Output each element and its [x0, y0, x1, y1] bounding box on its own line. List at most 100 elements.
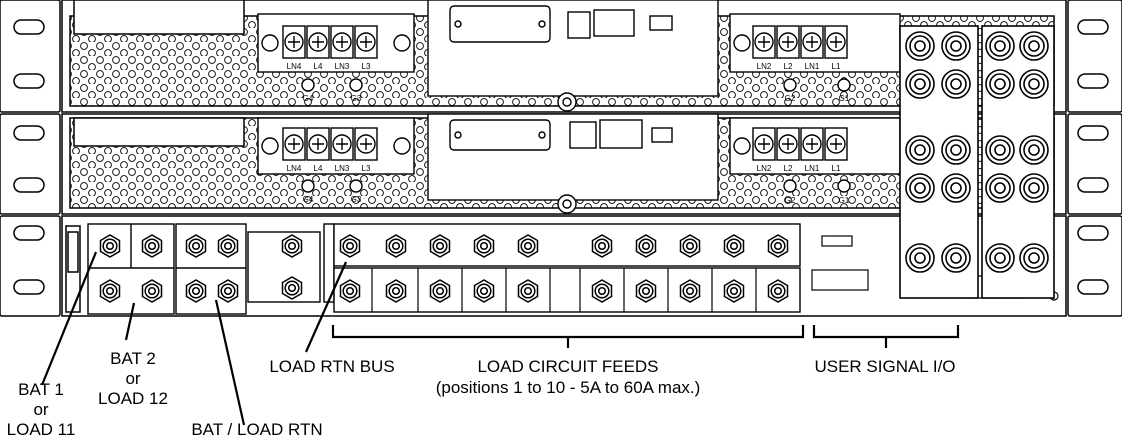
load-rtn-bus-lug	[635, 234, 657, 258]
cable-gland	[905, 69, 935, 99]
ln1-label: LN1	[805, 62, 820, 71]
ln4-label: LN4	[287, 164, 302, 173]
load-feed-lug	[473, 279, 495, 303]
load-rtn-bus-lug	[591, 234, 613, 258]
g4-label: G4	[303, 94, 314, 103]
load-rtn-bus-lug	[473, 234, 495, 258]
ln2-label: LN2	[757, 164, 772, 173]
g2-label: G2	[785, 196, 796, 205]
distribution-shelf	[0, 215, 1122, 317]
cable-gland	[941, 31, 971, 61]
bat2-line-3: LOAD 12	[98, 389, 168, 408]
bat-rtn-lug	[185, 279, 207, 303]
load-feed-lug	[591, 279, 613, 303]
cable-gland	[1019, 173, 1049, 203]
load-feed-lug	[429, 279, 451, 303]
g1-label: G1	[839, 196, 850, 205]
battery-lug	[99, 279, 121, 303]
load-rtn-bus-lug	[339, 234, 361, 258]
bat1-line-1: BAT 1	[18, 380, 64, 399]
cable-gland	[985, 31, 1015, 61]
shelf-1-terminal-block-left	[257, 13, 415, 92]
callout-lines	[40, 251, 960, 426]
l1-label: L1	[832, 62, 841, 71]
l1-label: L1	[832, 164, 841, 173]
rtn-lug	[281, 276, 303, 300]
rtn-lug	[281, 234, 303, 258]
l2-label: L2	[784, 164, 793, 173]
load-rtn-bus-lug	[679, 234, 701, 258]
cable-gland	[1019, 69, 1049, 99]
lug-layer	[99, 31, 1049, 312]
l2-label: L2	[784, 62, 793, 71]
cable-gland	[941, 173, 971, 203]
cable-gland	[905, 173, 935, 203]
load-circuit-feeds-label: LOAD CIRCUIT FEEDS	[477, 357, 659, 376]
shelf-2-terminal-block-right	[729, 117, 901, 193]
cable-gland	[1019, 135, 1049, 165]
ln3-label: LN3	[335, 62, 350, 71]
load-rtn-bus-lug	[385, 234, 407, 258]
l3-label: L3	[362, 62, 371, 71]
bat1-line-3: LOAD 11	[6, 420, 76, 439]
g4-label: G4	[303, 195, 314, 204]
shelf-1-screw-terminals-right	[752, 25, 848, 59]
cable-gland	[941, 135, 971, 165]
cable-gland	[905, 31, 935, 61]
load-rtn-bus-lug	[429, 234, 451, 258]
load-feed-lug	[723, 279, 745, 303]
shelf-2-signal-module	[427, 113, 719, 214]
load-feed-lug	[767, 279, 789, 303]
shelf-2-terminal-labels: LN4 L4 LN3 L3 G4 G3 LN2 L2 LN1 L1 G2 G1	[287, 164, 850, 205]
cable-gland	[905, 135, 935, 165]
load-circuit-feeds-subtitle: (positions 1 to 10 - 5A to 60A max.)	[435, 378, 701, 397]
battery-lug	[141, 279, 163, 303]
load-rtn-bus-lug	[517, 234, 539, 258]
battery-lug	[141, 234, 163, 258]
g3-label: G3	[351, 195, 362, 204]
g1-label: G1	[839, 94, 850, 103]
load-rtn-bus-label: LOAD RTN BUS	[269, 357, 395, 376]
load-rtn-bus-lug	[767, 234, 789, 258]
shelf-2-terminal-block-left	[257, 117, 415, 193]
ln3-label: LN3	[335, 164, 350, 173]
cable-gland	[985, 243, 1015, 273]
shelf-2-screw-terminals-left	[282, 127, 378, 161]
shelf-1-terminal-labels: LN4 L4 LN3 L3 G4 G3 LN2 L2 LN1 L1 G2 G1	[287, 62, 850, 103]
g2-label: G2	[785, 94, 796, 103]
cable-gland	[1019, 243, 1049, 273]
l4-label: L4	[314, 164, 323, 173]
cable-gland	[1019, 31, 1049, 61]
load-feed-lug	[339, 279, 361, 303]
load-feed-lug	[385, 279, 407, 303]
shelf-1-terminal-block-right	[729, 13, 901, 92]
shelf-1-screw-terminals-left	[282, 25, 378, 59]
user-signal-io-label: USER SIGNAL I/O	[814, 357, 956, 376]
load-feed-lug	[635, 279, 657, 303]
shelf-2-screw-terminals-right	[752, 127, 848, 161]
ln4-label: LN4	[287, 62, 302, 71]
bat-load-rtn-label: BAT / LOAD RTN	[191, 420, 323, 439]
cable-gland	[985, 135, 1015, 165]
bat2-line-1: BAT 2	[110, 349, 156, 368]
cable-gland	[985, 173, 1015, 203]
l4-label: L4	[314, 62, 323, 71]
bat-rtn-lug	[217, 279, 239, 303]
bat-rtn-lug	[185, 234, 207, 258]
load-feed-lug	[517, 279, 539, 303]
ln1-label: LN1	[805, 164, 820, 173]
cable-gland	[941, 69, 971, 99]
battery-lug	[99, 234, 121, 258]
cable-gland	[905, 243, 935, 273]
cable-gland	[941, 243, 971, 273]
bat1-line-2: or	[33, 400, 49, 419]
battery-terminals	[87, 223, 175, 315]
load-rtn-bus-bar	[333, 223, 801, 267]
bat2-line-2: or	[125, 369, 141, 388]
ln2-label: LN2	[757, 62, 772, 71]
g3-label: G3	[351, 94, 362, 103]
cable-gland	[985, 69, 1015, 99]
l3-label: L3	[362, 164, 371, 173]
